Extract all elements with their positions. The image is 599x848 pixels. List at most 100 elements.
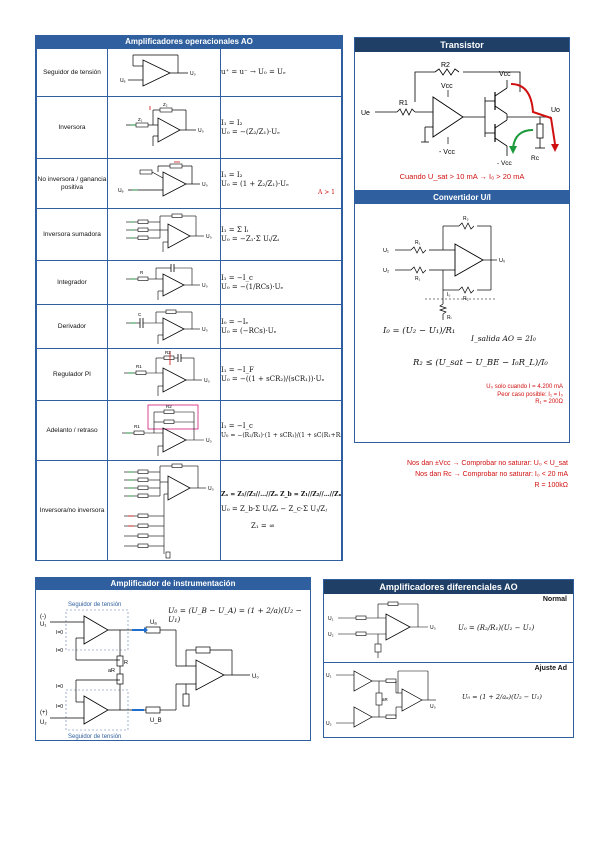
equation-line: u⁺ = u⁻ → U₀ = Uₑ: [221, 68, 286, 76]
row-equation: I₁ = I₂ U₀ = −(Z₂/Z₁)·Uₑ: [220, 96, 342, 159]
row-name: Integrador: [36, 260, 108, 305]
converter-note: U₀ solo cuando I = 4.200 mA: [486, 384, 563, 390]
instrumentation-panel: Amplificador de instrumentación: [35, 577, 311, 741]
equation-line: U₀ = (−RCs)·Uₑ: [221, 326, 277, 335]
label-vcc-left: Vcc: [441, 83, 453, 90]
row-equation: I₁ = I₂ U₀ = (1 + Z₂/Z₁)·Uₑ A > 1: [220, 158, 342, 209]
label-vcc-neg2: - Vcc: [497, 160, 513, 167]
svg-text:U₀: U₀: [198, 128, 204, 134]
svg-text:R1: R1: [134, 424, 140, 429]
label-vcc-neg: - Vcc: [439, 149, 455, 156]
row-equation: I₁ = −I_c U₀ = −(R₂/R₁)·(1 + sCR₁)/(1 + …: [220, 400, 342, 461]
converter-title: Convertidor U/I: [355, 192, 569, 204]
label-vcc-top: Vcc: [499, 71, 511, 78]
row-equation: Zₐ = Z₁//Z₂//…//Zₙ Z_b = Z₁//Z₂//…//Zₙ U…: [220, 460, 342, 561]
gain-note: A > 1: [318, 188, 335, 196]
table-row: Inversora/no inversora: [36, 460, 342, 561]
row-name: Inversora: [36, 96, 108, 159]
svg-text:U₀: U₀: [202, 283, 208, 289]
instrumentation-title: Amplificador de instrumentación: [36, 578, 310, 590]
svg-text:U₀: U₀: [208, 486, 214, 492]
svg-text:U₀: U₀: [190, 71, 196, 77]
label-i0d: I=0: [56, 704, 63, 710]
instrumentation-circuit: Seguidor de tensión Seguidor de tensión …: [40, 602, 259, 740]
equation-line: I₀ = −Iₑ: [221, 317, 249, 326]
svg-text:U₀: U₀: [204, 378, 210, 384]
ao-table-title: Amplificadores operacionales AO: [36, 36, 342, 48]
table-row: No inversora / ganancia positiva U₀: [36, 158, 342, 209]
equation-line: U₀ = −(Z₂/Z₁)·Uₑ: [221, 127, 280, 136]
label-u1: U₁: [40, 622, 46, 628]
circuit-pi-regulator: R1 R2 U₀: [107, 348, 221, 401]
row-name: No inversora / ganancia positiva: [36, 158, 108, 209]
ao-table-panel: Amplificadores operacionales AO Seguidor…: [35, 35, 343, 561]
svg-text:R₁: R₁: [415, 240, 421, 246]
converter-note: Peor caso posible: I₁ = I₀: [497, 391, 563, 398]
row-equation: I₁ = Σ Iᵢ U₀ = −Z₁·Σ Uᵢ/Zᵢ: [220, 208, 342, 261]
label-ub: U_B: [150, 718, 162, 724]
differential-normal: Normal U₁ U₂ U₀ U₀ = (R₂/R₁)(U₂ − U₁): [324, 594, 573, 663]
label-u0: U₀: [252, 674, 259, 680]
row-equation: I₁ = −I_F U₀ = −((1 + sCR₂)/(sCR₁))·Uₑ: [220, 348, 342, 401]
transistor-title: Transistor: [355, 38, 569, 52]
normal-circuit: U₁ U₂ U₀: [328, 601, 436, 658]
equation-line: I₁ = I₂: [221, 170, 243, 179]
svg-text:U₁: U₁: [328, 616, 334, 622]
svg-text:U₂: U₂: [328, 632, 334, 638]
equation-line: I₁ = Σ Iᵢ: [221, 225, 249, 234]
label-i0b: I=0: [56, 648, 63, 654]
svg-text:Z₁: Z₁: [138, 117, 143, 122]
equation-line: U₀ = −(1/RCs)·Uₑ: [221, 282, 284, 291]
svg-text:U₀: U₀: [202, 327, 208, 333]
svg-text:U₀: U₀: [499, 258, 505, 264]
normal-label: Normal: [542, 596, 567, 603]
row-name: Regulador PI: [36, 348, 108, 401]
ao-table: Seguidor de tensión Uₑ U₀ u⁺ = u⁻ → U₀ =…: [36, 48, 342, 561]
label-follower2: Seguidor de tensión: [68, 734, 121, 740]
svg-text:C: C: [138, 312, 142, 317]
equation-line: I₁ = I₂: [221, 118, 243, 127]
svg-text:U₂: U₂: [383, 268, 389, 274]
table-row: Integrador R: [36, 260, 342, 305]
instrumentation-equation: U₀ = (U_B − U_A) = (1 + 2/a)(U₂ − U₁): [168, 606, 302, 624]
row-name: Inversora sumadora: [36, 208, 108, 261]
circuit-inv-noninv: U₀: [107, 460, 221, 561]
equation-line: U₀ = (1 + Z₂/Z₁)·Uₑ: [221, 179, 289, 188]
normal-equation: U₀ = (R₂/R₁)(U₂ − U₁): [458, 624, 535, 632]
transistor-condition: Cuando U_sat > 10 mA → I₀ > 20 mA: [399, 172, 525, 181]
label-i0a: I=0: [56, 630, 63, 636]
saturation-note: R = 100kΩ: [534, 482, 568, 489]
circuit-inverting: Z₁ Z₂ U₀: [107, 96, 221, 159]
label-i0c: I=0: [56, 684, 63, 690]
table-row: Derivador C: [36, 304, 342, 349]
circuit-summing: U₀: [107, 208, 221, 261]
eq-main: I₀ = (U₂ − U₁)/R₁: [383, 326, 456, 336]
differential-adjust: Ajuste Ad U₁ U₂ aR U₀: [324, 663, 573, 739]
label-ar: aR: [108, 668, 115, 674]
transistor-panel: Transistor: [354, 37, 570, 191]
circuit-integrator: R U₀: [107, 260, 221, 305]
equation-line: U₀ = −Z₁·Σ Uᵢ/Zᵢ: [221, 234, 279, 243]
equation-line: U₀ = −((1 + sCR₂)/(sCR₁))·Uₑ: [221, 374, 325, 383]
label-rc: Rc: [531, 155, 540, 162]
equation-line: Zₐ = Z₁//Z₂//…//Zₙ Z_b = Z₁//Z₂//…//Zₙ: [221, 491, 342, 498]
svg-text:R₁: R₁: [415, 276, 421, 282]
svg-text:aR: aR: [382, 697, 389, 702]
table-row: Inversora sumadora: [36, 208, 342, 261]
adjust-equation: U₀ = (1 + 2/aₐ)(U₂ − U₁): [462, 693, 542, 701]
equation-line: I₁ = −I_F: [221, 365, 254, 374]
label-ue: Ue: [361, 110, 370, 117]
svg-text:R2: R2: [166, 404, 172, 409]
svg-text:U₂: U₂: [326, 721, 332, 727]
equation-line: U₀ = Z_b·Σ Uᵢ/Zᵢ − Z_c·Σ Uⱼ/Zⱼ: [221, 505, 328, 513]
label-uo: Uo: [551, 107, 560, 114]
svg-text:Rₗ: Rₗ: [447, 315, 452, 321]
converter-note: R₁ = 200Ω: [535, 399, 563, 405]
row-equation: u⁺ = u⁻ → U₀ = Uₑ: [220, 48, 342, 97]
svg-text:U₀: U₀: [206, 438, 212, 444]
table-row: Regulador PI: [36, 348, 342, 401]
row-equation: I₁ = −I_c U₀ = −(1/RCs)·Uₑ: [220, 260, 342, 305]
circuit-differentiator: C U₀: [107, 304, 221, 349]
circuit-follower: Uₑ U₀: [107, 48, 221, 97]
svg-text:I₀: I₀: [447, 292, 450, 298]
